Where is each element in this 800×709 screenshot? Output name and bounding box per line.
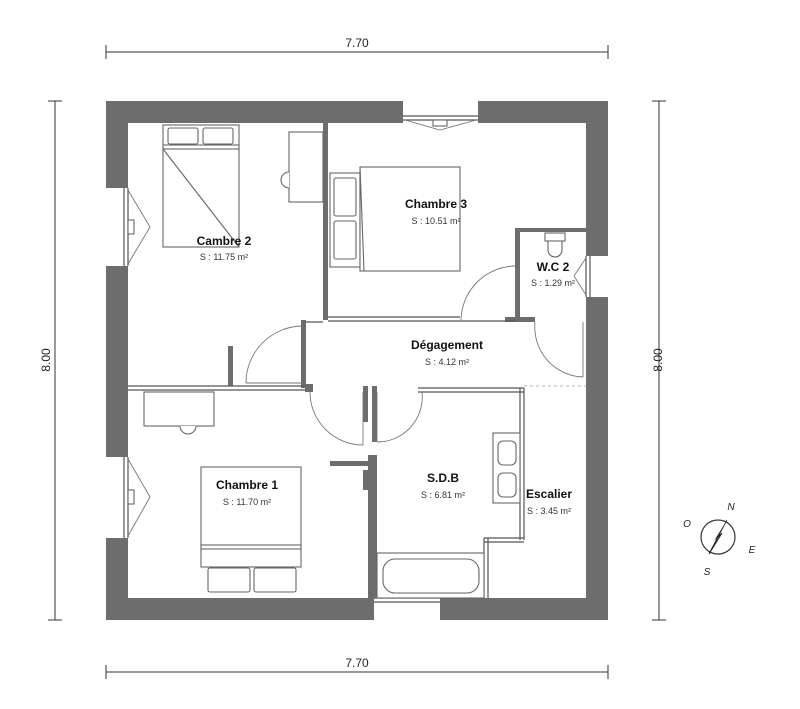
sinks-sdb [492,432,521,504]
bed-chambre-3 [329,166,461,272]
toilet-wc [544,232,566,258]
dimension-top-label: 7.70 [345,36,369,50]
room-name-degagement: Dégagement [411,338,483,352]
room-name-chambre-1: Chambre 1 [216,478,278,492]
room-area-chambre-1: S : 11.70 m² [223,497,271,507]
window-top [403,115,478,131]
room-area-cambre-2: S : 11.75 m² [200,252,248,262]
desk-chambre-1 [143,391,215,435]
room-area-sdb: S : 6.81 m² [421,490,465,500]
room-name-escalier: Escalier [526,487,572,501]
compass: N E S O [683,502,756,578]
compass-east: E [749,545,756,556]
window-left-lower [123,457,151,538]
room-name-chambre-3: Chambre 3 [405,197,467,211]
compass-west: O [683,519,691,530]
room-area-wc-2: S : 1.29 m² [531,278,575,288]
door-sdb [376,391,423,443]
dimension-top: 7.70 [105,36,609,59]
dimension-left: 8.00 [39,100,62,621]
door-cambre-2 [245,325,304,384]
compass-south: S [704,567,711,578]
label-sdb: S.D.B S : 6.81 m² [421,471,465,500]
door-chambre-3 [460,265,517,321]
label-chambre-3: Chambre 3 S : 10.51 m² [405,197,467,226]
label-degagement: Dégagement S : 4.12 m² [411,338,483,367]
door-wc-2 [534,321,584,378]
label-escalier: Escalier S : 3.45 m² [526,487,572,516]
label-cambre-2: Cambre 2 S : 11.75 m² [197,234,252,262]
label-wc-2: W.C 2 S : 1.29 m² [531,260,575,288]
room-name-wc-2: W.C 2 [537,260,570,274]
door-chambre-1 [309,391,364,446]
interior-walls [128,123,586,598]
dimension-bottom-label: 7.70 [345,656,369,670]
label-chambre-1: Chambre 1 S : 11.70 m² [216,478,278,507]
room-area-chambre-3: S : 10.51 m² [411,216,460,226]
dimension-left-label: 8.00 [39,348,53,372]
desk-cambre-2 [280,131,324,203]
dimension-right-label: 8.00 [651,348,665,372]
room-area-escalier: S : 3.45 m² [527,506,571,516]
compass-north: N [727,502,735,513]
bed-chambre-1 [200,466,302,593]
room-name-sdb: S.D.B [427,471,459,485]
exterior-walls [106,101,608,620]
dimension-bottom: 7.70 [105,656,609,679]
dimension-right: 8.00 [651,100,666,621]
bed-cambre-2 [162,124,240,248]
bathtub-sdb [376,552,485,599]
room-name-cambre-2: Cambre 2 [197,234,252,248]
compass-needle-icon [714,520,727,541]
window-left-upper [123,188,151,266]
room-area-degagement: S : 4.12 m² [425,357,469,367]
window-right-wc [573,256,591,297]
